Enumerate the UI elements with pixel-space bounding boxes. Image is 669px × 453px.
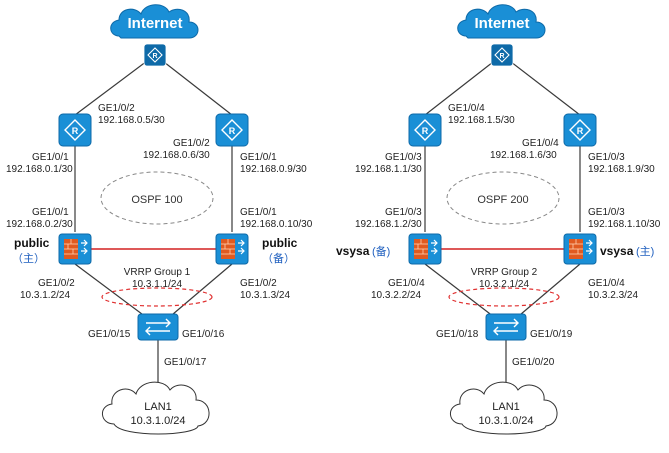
ip-label: 192.168.0.10/30	[240, 219, 313, 230]
vrrp-ip-label: 10.3.1.1/24	[132, 279, 182, 290]
fw-state-label: （主）	[12, 252, 45, 265]
cloud-icon: Internet	[110, 4, 199, 39]
if-label: GE1/0/4	[448, 103, 485, 114]
ip-label: 192.168.1.5/30	[448, 115, 515, 126]
router-icon	[58, 113, 92, 147]
router-icon	[490, 43, 514, 67]
ip-label: 10.3.2.2/24	[371, 290, 421, 301]
if-label: GE1/0/1	[32, 152, 69, 163]
router-icon	[143, 43, 167, 67]
fw-name-label: vsysa	[336, 244, 370, 258]
fw-state-label: （备）	[262, 251, 295, 265]
vrrp-ellipse	[101, 287, 213, 307]
link-internet-r1	[424, 54, 503, 116]
fw-name-label: public	[14, 236, 50, 250]
link-fw1-switch	[424, 263, 499, 321]
if-label: GE1/0/2	[173, 138, 210, 149]
lan-name-label: LAN1	[144, 401, 172, 413]
vrrp-group-label: VRRP Group 1	[124, 267, 191, 278]
router-icon	[215, 113, 249, 147]
switch-icon	[137, 313, 179, 341]
if-label: GE1/0/1	[240, 207, 277, 218]
if-label: GE1/0/2	[98, 103, 135, 114]
if-label: GE1/0/1	[240, 152, 277, 163]
vrrp-ip-label: 10.3.2.1/24	[479, 279, 529, 290]
ospf-area-ellipse	[100, 171, 214, 225]
ip-label: 10.3.1.2/24	[20, 290, 70, 301]
if-label: GE1/0/16	[182, 329, 225, 340]
ip-label: 192.168.1.10/30	[588, 219, 661, 230]
ip-label: 10.3.1.3/24	[240, 290, 290, 301]
firewall-icon	[58, 233, 92, 265]
ip-label: 192.168.1.2/30	[355, 219, 422, 230]
vrrp-group-label: VRRP Group 2	[471, 267, 538, 278]
fw-name-label: public	[262, 236, 298, 250]
link-internet-r2	[154, 54, 233, 116]
lan-name-label: LAN1	[492, 401, 520, 413]
link-internet-r1	[74, 54, 156, 116]
ip-label: 192.168.1.1/30	[355, 164, 422, 175]
fw-state-label: (备)	[372, 244, 390, 258]
ip-label: 192.168.0.9/30	[240, 164, 307, 175]
if-label: GE1/0/15	[88, 329, 131, 340]
router-icon	[408, 113, 442, 147]
switch-icon	[485, 313, 527, 341]
if-label: GE1/0/20	[512, 357, 555, 368]
if-label: GE1/0/1	[32, 207, 69, 218]
ip-label: 192.168.0.5/30	[98, 115, 165, 126]
fw-state-label: (主)	[636, 245, 654, 258]
ip-label: 192.168.1.6/30	[490, 150, 557, 161]
ospf-area-ellipse	[446, 171, 560, 225]
router-icon	[563, 113, 597, 147]
ip-label: 10.3.2.3/24	[588, 290, 638, 301]
lan-net-label: 10.3.1.0/24	[478, 415, 533, 427]
lan-net-label: 10.3.1.0/24	[130, 415, 185, 427]
left-topology: Internet GE1/0/2 192.168.0.5/30 GE1/0/2 …	[6, 4, 313, 435]
if-label: GE1/0/2	[38, 278, 75, 289]
internet-label: Internet	[474, 15, 529, 32]
if-label: GE1/0/18	[436, 329, 479, 340]
ip-label: 192.168.1.9/30	[588, 164, 655, 175]
ospf-label: OSPF 200	[477, 194, 528, 206]
if-label: GE1/0/3	[385, 152, 422, 163]
ip-label: 192.168.0.2/30	[6, 219, 73, 230]
if-label: GE1/0/3	[385, 207, 422, 218]
if-label: GE1/0/17	[164, 357, 207, 368]
if-label: GE1/0/3	[588, 207, 625, 218]
cloud-icon: Internet	[457, 4, 546, 39]
ip-label: 192.168.0.6/30	[143, 150, 210, 161]
internet-label: Internet	[127, 15, 182, 32]
if-label: GE1/0/3	[588, 152, 625, 163]
ip-label: 192.168.0.1/30	[6, 164, 73, 175]
if-label: GE1/0/4	[588, 278, 625, 289]
if-label: GE1/0/19	[530, 329, 573, 340]
link-fw2-switch	[165, 263, 233, 321]
if-label: GE1/0/4	[522, 138, 559, 149]
if-label: GE1/0/4	[388, 278, 425, 289]
ospf-label: OSPF 100	[131, 194, 182, 206]
right-topology: Internet GE1/0/4 192.168.1.5/30 GE1/0/4 …	[336, 4, 661, 435]
firewall-icon	[408, 233, 442, 265]
link-internet-r2	[501, 54, 581, 116]
firewall-icon	[563, 233, 597, 265]
firewall-icon	[215, 233, 249, 265]
if-label: GE1/0/2	[240, 278, 277, 289]
vrrp-ellipse	[448, 287, 560, 307]
fw-name-label: vsysa	[600, 244, 634, 258]
